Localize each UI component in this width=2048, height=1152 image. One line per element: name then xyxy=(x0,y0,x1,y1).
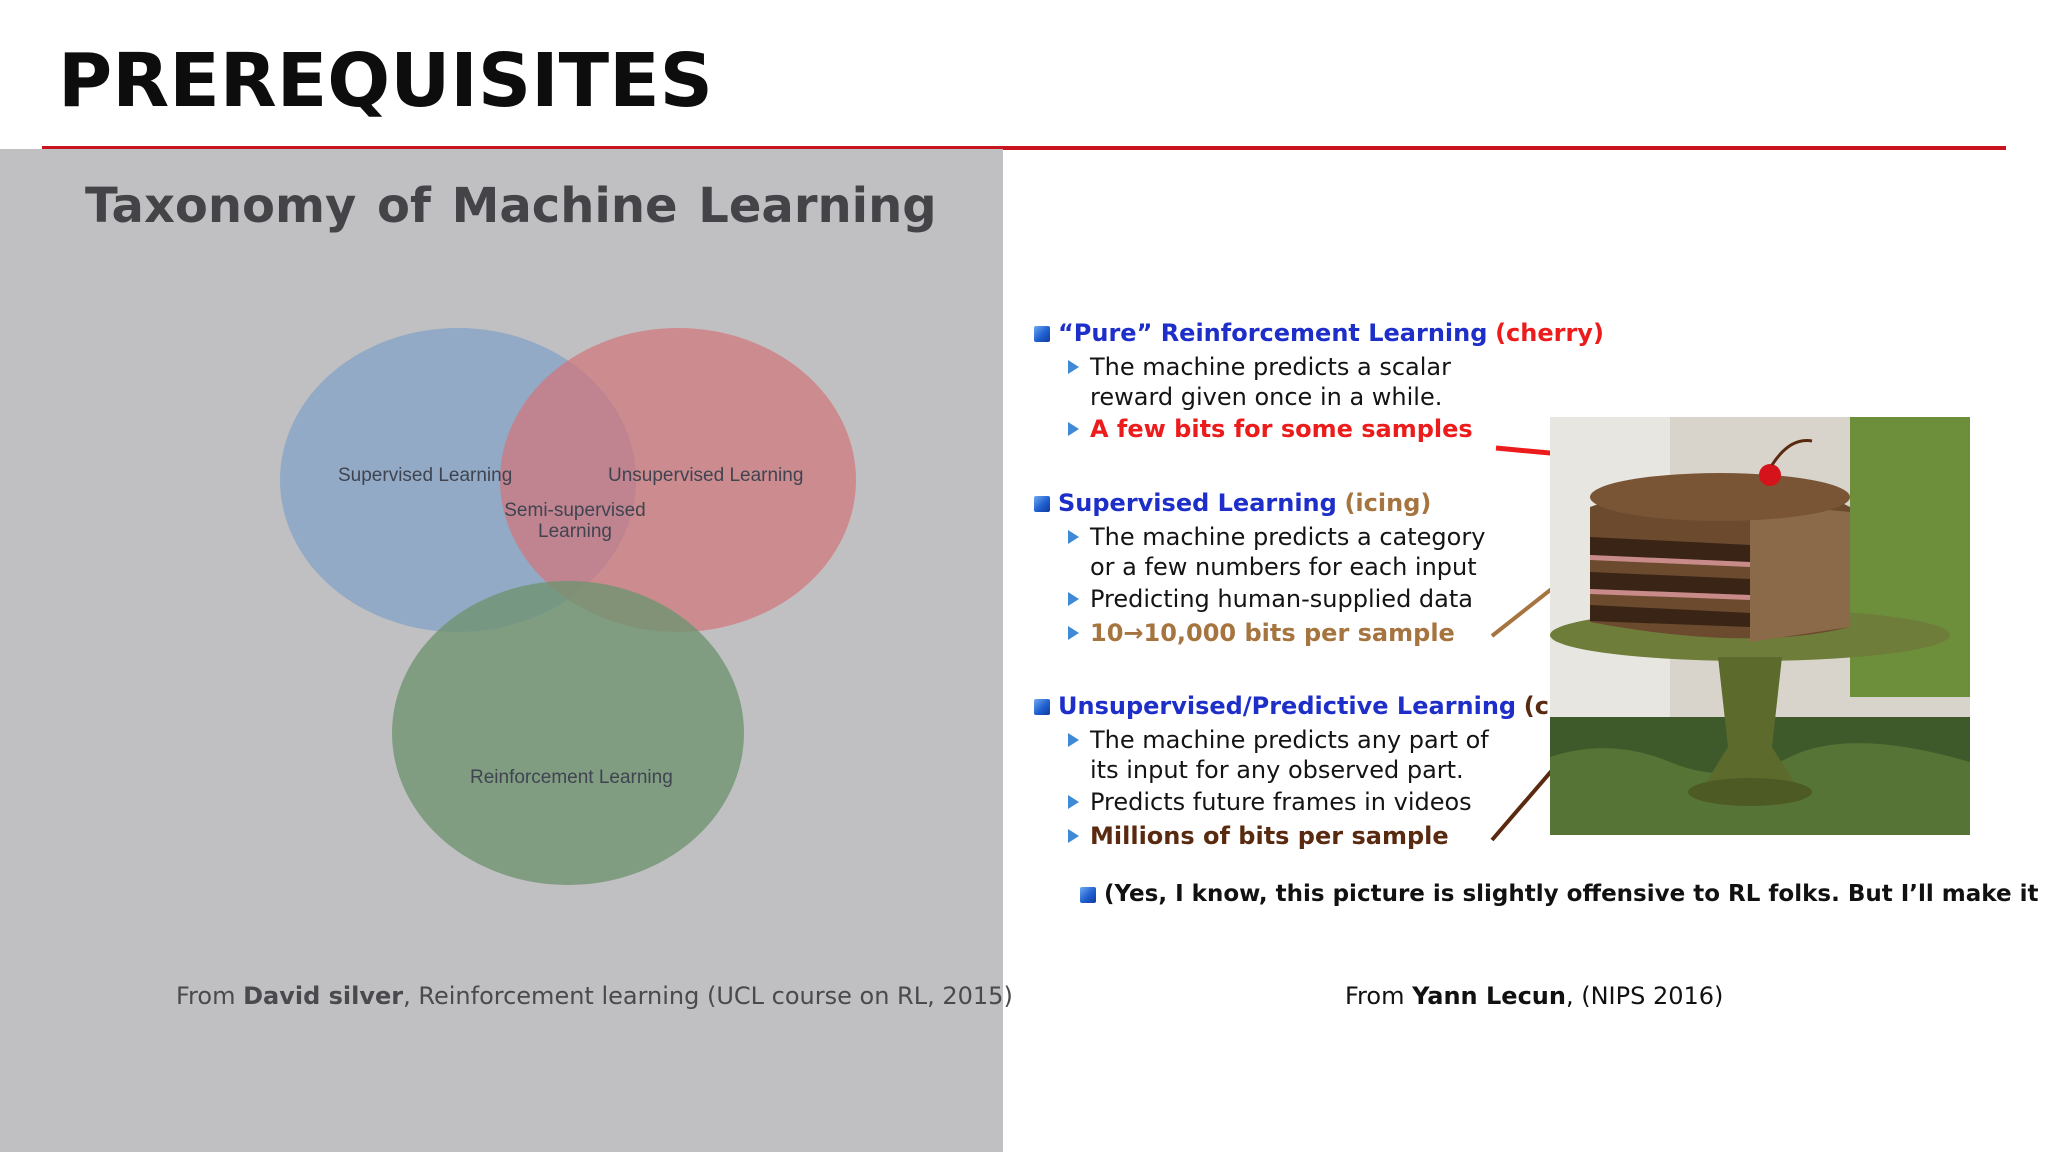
unsupervised-bullet-2: Predicts future frames in videos xyxy=(1090,788,1472,816)
unsupervised-bullet-1-cont: its input for any observed part. xyxy=(1090,756,1464,784)
bullet-arrow-icon xyxy=(1068,530,1079,544)
pure-rl-bullet-1-cont: reward given once in a while. xyxy=(1090,383,1443,411)
section-bullet-square xyxy=(1034,496,1050,512)
venn-label-unsupervised: Unsupervised Learning xyxy=(608,465,804,486)
supervised-bullet-2: Predicting human-supplied data xyxy=(1090,585,1473,613)
bullet-arrow-icon xyxy=(1068,795,1079,809)
bullet-arrow-icon xyxy=(1068,422,1079,436)
section-bullet-square xyxy=(1034,699,1050,715)
right-caption: From Yann Lecun, (NIPS 2016) xyxy=(1345,982,1723,1010)
pure-rl-tag: (cherry) xyxy=(1495,319,1604,347)
right-caption-rest: , (NIPS 2016) xyxy=(1565,982,1724,1010)
pointer-arrows xyxy=(1490,445,1550,842)
venn-circle-reinforcement xyxy=(392,581,744,885)
venn-label-reinforcement: Reinforcement Learning xyxy=(470,767,673,788)
venn-label-semi-supervised: Semi-supervised Learning xyxy=(490,500,660,542)
supervised-bits: 10→10,000 bits per sample xyxy=(1090,619,1455,647)
pure-rl-bullet-1: The machine predicts a scalar xyxy=(1090,353,1451,381)
pure-rl-header: “Pure” Reinforcement Learning (cherry) xyxy=(1058,318,1604,348)
unsupervised-bullet-1: The machine predicts any part of xyxy=(1090,726,1489,754)
slide-title: PREREQUISITES xyxy=(58,38,713,124)
pure-rl-title: “Pure” Reinforcement Learning xyxy=(1058,319,1488,347)
supervised-bullet-1-cont: or a few numbers for each input xyxy=(1090,553,1477,581)
supervised-tag: (icing) xyxy=(1344,489,1432,517)
bullet-arrow-icon xyxy=(1068,733,1079,747)
bullet-arrow-icon xyxy=(1068,592,1079,606)
venn-label-semi-line-2: Learning xyxy=(538,521,612,542)
icing-arrow-icon xyxy=(1490,587,1550,638)
venn-circle-unsupervised xyxy=(500,328,856,632)
cake-arrow-icon xyxy=(1490,769,1550,842)
cherry-arrow-icon xyxy=(1495,445,1550,456)
left-caption-rest: , Reinforcement learning (UCL course on … xyxy=(403,982,1013,1010)
venn-diagram xyxy=(280,328,856,885)
bullet-arrow-icon xyxy=(1068,360,1079,374)
cake-photo xyxy=(1550,417,1970,835)
section-bullet-square xyxy=(1034,326,1050,342)
supervised-bullet-1: The machine predicts a category xyxy=(1090,523,1486,551)
bullet-arrow-icon xyxy=(1068,829,1079,843)
footnote: (Yes, I know, this picture is slightly o… xyxy=(1104,881,2048,907)
right-caption-prefix: From xyxy=(1345,982,1413,1010)
section-bullet-square xyxy=(1080,887,1096,903)
section-title: Taxonomy of Machine Learning xyxy=(85,178,937,234)
supervised-header: Supervised Learning (icing) xyxy=(1058,488,1431,518)
left-caption-prefix: From xyxy=(176,982,244,1010)
left-caption-author: David silver xyxy=(243,982,404,1010)
venn-label-semi-line-1: Semi-supervised xyxy=(504,500,646,521)
pure-rl-bits: A few bits for some samples xyxy=(1090,415,1473,443)
supervised-title: Supervised Learning xyxy=(1058,489,1337,517)
venn-label-supervised: Supervised Learning xyxy=(338,465,513,486)
left-caption: From David silver, Reinforcement learnin… xyxy=(176,982,1013,1010)
bullet-arrow-icon xyxy=(1068,626,1079,640)
unsupervised-bits: Millions of bits per sample xyxy=(1090,822,1449,850)
right-caption-author: Yann Lecun xyxy=(1412,982,1566,1010)
title-divider xyxy=(42,146,2006,150)
unsupervised-title: Unsupervised/Predictive Learning xyxy=(1058,692,1517,720)
